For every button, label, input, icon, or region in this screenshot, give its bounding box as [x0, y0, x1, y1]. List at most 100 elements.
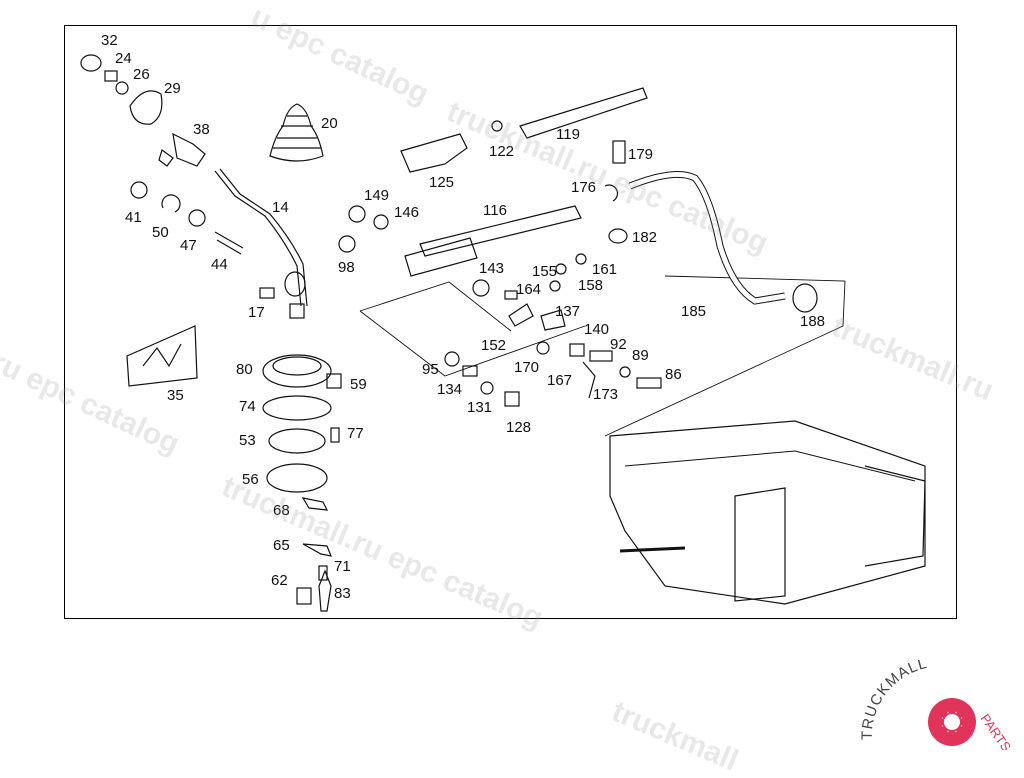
part-158 — [549, 280, 561, 292]
part-68 — [301, 497, 329, 511]
callout-59: 59 — [350, 376, 367, 393]
part-20-boot — [269, 103, 324, 162]
callout-119: 119 — [556, 126, 580, 143]
callout-167: 167 — [547, 372, 573, 389]
part-134 — [462, 365, 478, 377]
callout-146: 146 — [394, 204, 420, 221]
callout-170: 170 — [514, 359, 540, 376]
callout-47: 47 — [180, 237, 197, 254]
truckmall-parts-logo: TRUCKMALL PARTS — [860, 660, 1015, 750]
part-50-clip — [161, 194, 181, 213]
callout-65: 65 — [273, 537, 290, 554]
part-131 — [480, 381, 494, 395]
callout-50: 50 — [152, 224, 169, 241]
part-71 — [318, 565, 328, 581]
part-24-ring — [104, 70, 118, 82]
callout-20: 20 — [321, 115, 338, 132]
part-170 — [536, 341, 550, 355]
part-62 — [296, 587, 312, 605]
part-95 — [444, 351, 460, 367]
callout-32: 32 — [101, 32, 118, 49]
svg-text:TRUCKMALL: TRUCKMALL — [860, 660, 929, 740]
part-164 — [504, 290, 518, 300]
part-59-nut — [326, 373, 342, 389]
part-47 — [188, 209, 206, 227]
callout-14: 14 — [272, 199, 289, 216]
transmission-housing — [609, 420, 926, 605]
part-83 — [318, 569, 332, 612]
callout-92: 92 — [610, 336, 627, 353]
part-143 — [472, 279, 490, 297]
part-122-ring — [491, 120, 503, 132]
part-116-shaft — [419, 205, 582, 257]
callout-137: 137 — [555, 303, 581, 320]
callout-188: 188 — [800, 313, 826, 330]
callout-143: 143 — [479, 260, 505, 277]
callout-131: 131 — [467, 399, 493, 416]
part-152 — [508, 303, 534, 327]
brand-name-part-b: PARTS — [978, 711, 1015, 750]
part-125-bracket — [400, 133, 468, 173]
callout-155: 155 — [532, 263, 558, 280]
callout-164: 164 — [516, 281, 542, 298]
callout-80: 80 — [236, 361, 253, 378]
part-137 — [540, 309, 566, 331]
callout-24: 24 — [115, 50, 132, 67]
callout-134: 134 — [437, 381, 463, 398]
part-146 — [373, 214, 389, 230]
callout-38: 38 — [193, 121, 210, 138]
parts-diagram-frame: 32 24 26 29 38 20 14 41 50 47 44 17 35 8… — [64, 25, 957, 619]
part-128 — [504, 391, 520, 407]
callout-179: 179 — [628, 146, 654, 163]
callout-74: 74 — [239, 398, 256, 415]
callout-182: 182 — [632, 229, 658, 246]
part-14-rod — [214, 170, 302, 307]
callout-53: 53 — [239, 432, 256, 449]
callout-26: 26 — [133, 66, 150, 83]
callout-98: 98 — [338, 259, 355, 276]
part-17 — [259, 287, 275, 299]
part-155 — [555, 263, 567, 275]
part-167 — [582, 361, 596, 399]
callout-56: 56 — [242, 471, 259, 488]
brand-name-part-a: TRUCKMALL — [860, 660, 928, 740]
callout-95: 95 — [422, 361, 439, 378]
callout-89: 89 — [632, 347, 649, 364]
part-26-washer — [115, 81, 129, 95]
callout-62: 62 — [271, 572, 288, 589]
callout-68: 68 — [273, 502, 290, 519]
part-92 — [589, 350, 613, 362]
callout-158: 158 — [578, 277, 604, 294]
part-38-housing — [172, 132, 206, 167]
part-182-nut — [608, 228, 628, 244]
part-44-pin — [214, 231, 244, 255]
callout-149: 149 — [364, 187, 390, 204]
callout-185: 185 — [681, 303, 707, 320]
watermark-text: truckmall — [607, 695, 743, 778]
callout-86: 86 — [665, 366, 682, 383]
part-41 — [130, 181, 148, 199]
part-188 — [792, 283, 818, 313]
callout-83: 83 — [334, 585, 351, 602]
callout-41: 41 — [125, 209, 142, 226]
part-56 — [266, 463, 328, 493]
callout-161: 161 — [592, 261, 618, 278]
part-29-knob — [129, 90, 163, 125]
exploded-parts-drawing — [80, 54, 926, 612]
part-119-tube — [519, 87, 648, 139]
callout-44: 44 — [211, 256, 228, 273]
part-35-plate — [126, 325, 198, 387]
callout-140: 140 — [584, 321, 610, 338]
part-140 — [569, 343, 585, 357]
callout-125: 125 — [429, 174, 455, 191]
callout-152: 152 — [481, 337, 507, 354]
callout-35: 35 — [167, 387, 184, 404]
part-176 — [604, 184, 619, 202]
callout-122: 122 — [489, 143, 515, 160]
part-80 — [262, 354, 332, 388]
part-53 — [268, 428, 326, 454]
part-98 — [338, 235, 356, 253]
callout-77: 77 — [347, 425, 364, 442]
callout-17: 17 — [248, 304, 265, 321]
part-149 — [348, 205, 366, 223]
